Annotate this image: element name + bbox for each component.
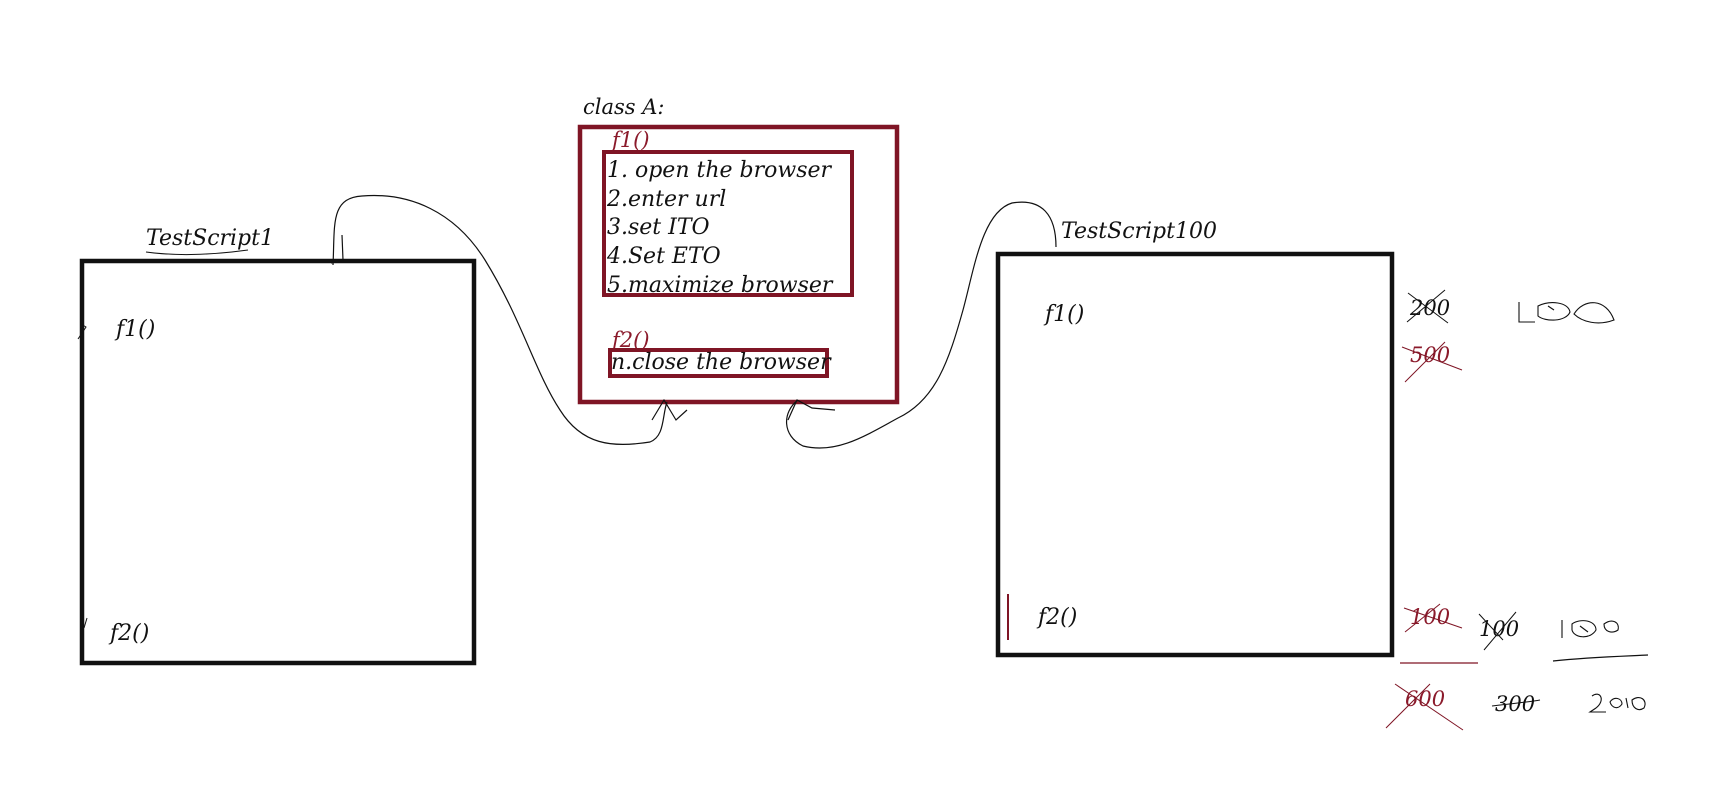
class-title: class A: — [583, 95, 664, 119]
strike-mark — [1478, 611, 1517, 651]
f1-step: 4.Set ETO — [606, 244, 721, 269]
class-a-box — [577, 124, 900, 405]
ts100-f2-label: f2() — [1036, 605, 1077, 630]
scribble — [1588, 693, 1646, 713]
title-underline — [145, 249, 249, 256]
f2-step: n.close the browser — [611, 350, 832, 375]
count-value: 300 — [1495, 692, 1535, 716]
total-line — [1552, 654, 1649, 662]
connector-curve — [330, 234, 344, 264]
strike-mark — [1406, 289, 1449, 324]
f1-step: 2.enter url — [606, 187, 726, 212]
ts100-f1-label: f1() — [1043, 302, 1084, 327]
f1-step: 5.maximize browser — [607, 273, 834, 298]
test-script-100-title: TestScript100 — [1061, 219, 1217, 244]
f2-steps-box — [608, 348, 829, 378]
strike-mark — [1491, 699, 1541, 707]
test-script-1-title: TestScript1 — [146, 226, 274, 251]
pen-mark — [77, 323, 87, 340]
test-script-100-box — [995, 251, 1395, 658]
ts1-f2-label: f2() — [108, 621, 149, 646]
f1-steps-box — [602, 150, 854, 297]
arrowhead — [651, 398, 688, 421]
pen-mark — [83, 617, 88, 629]
scribble — [1561, 620, 1619, 638]
class-f1-label: f1() — [610, 128, 650, 152]
count-value: 200 — [1409, 296, 1450, 320]
strike-mark — [1403, 603, 1463, 633]
connector-curve — [332, 194, 668, 446]
arrowhead — [787, 399, 836, 421]
test-script-1-box — [79, 258, 477, 666]
connector-curve — [785, 201, 1057, 449]
f1-step: 3.set ITO — [607, 215, 710, 240]
scribble — [1518, 302, 1615, 324]
strike-mark — [1385, 683, 1464, 731]
f1-step: 1. open the browser — [607, 158, 833, 183]
strike-mark — [1401, 341, 1463, 383]
count-value: 600 — [1405, 687, 1445, 711]
ts1-f1-label: f1() — [114, 317, 155, 342]
